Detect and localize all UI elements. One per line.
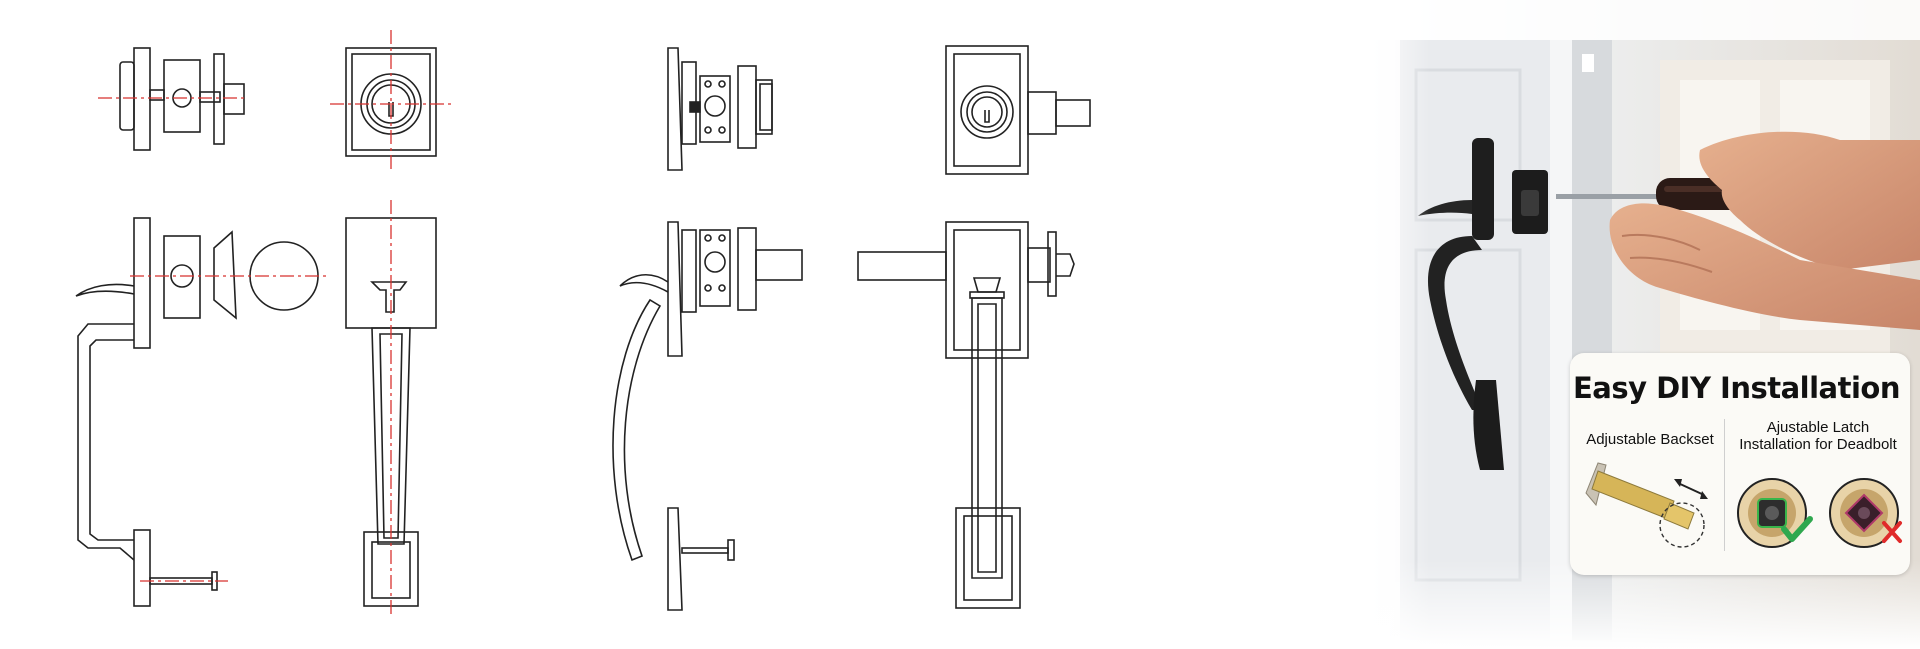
card-title: Easy DIY Installation: [1572, 371, 1901, 405]
drawing-handleset-front-view-2: [857, 221, 1075, 609]
backset-latch-icon: [1585, 462, 1708, 548]
check-icon: [1781, 516, 1813, 542]
adjustable-latch-caption-line1: Ajustable Latch: [1766, 419, 1870, 436]
correct-latch-icon: [1737, 478, 1807, 548]
adjustable-latch-caption-line2: Installation for Deadbolt: [1739, 436, 1897, 453]
handleset-photo: [1418, 138, 1548, 470]
cross-icon: [1882, 521, 1902, 543]
adjustable-latch-caption: Ajustable Latch Installation for Deadbol…: [1730, 419, 1906, 453]
card-divider: [1724, 419, 1725, 551]
incorrect-latch-icon: [1829, 478, 1899, 548]
installation-info-card: Easy DIY Installation Adjustable Backset…: [1570, 353, 1910, 575]
technical-drawings: [75, 30, 1091, 618]
drawing-deadbolt-side-view-1: [119, 47, 245, 151]
centerlines: [98, 30, 452, 618]
drawing-deadbolt-front-view-2: [945, 45, 1091, 175]
drawing-deadbolt-side-view-2: [667, 47, 773, 171]
adjustable-backset-caption: Adjustable Backset: [1586, 431, 1714, 448]
drawing-handleset-side-view-2: [612, 221, 803, 611]
